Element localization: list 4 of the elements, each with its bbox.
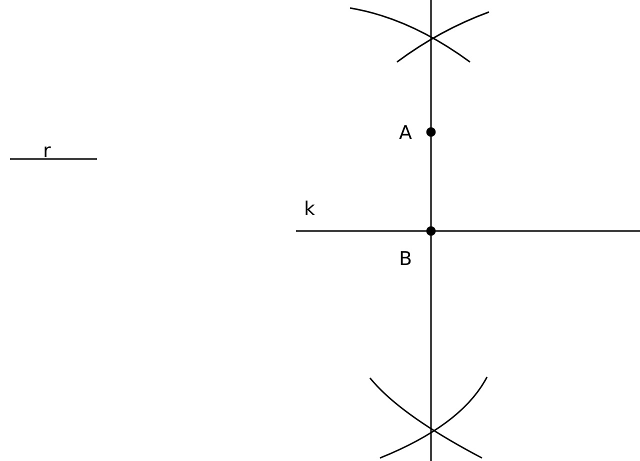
point-label: A [399,124,412,143]
segment-label: r [43,142,51,161]
point-label: B [399,250,412,269]
line-label: k [304,200,316,219]
